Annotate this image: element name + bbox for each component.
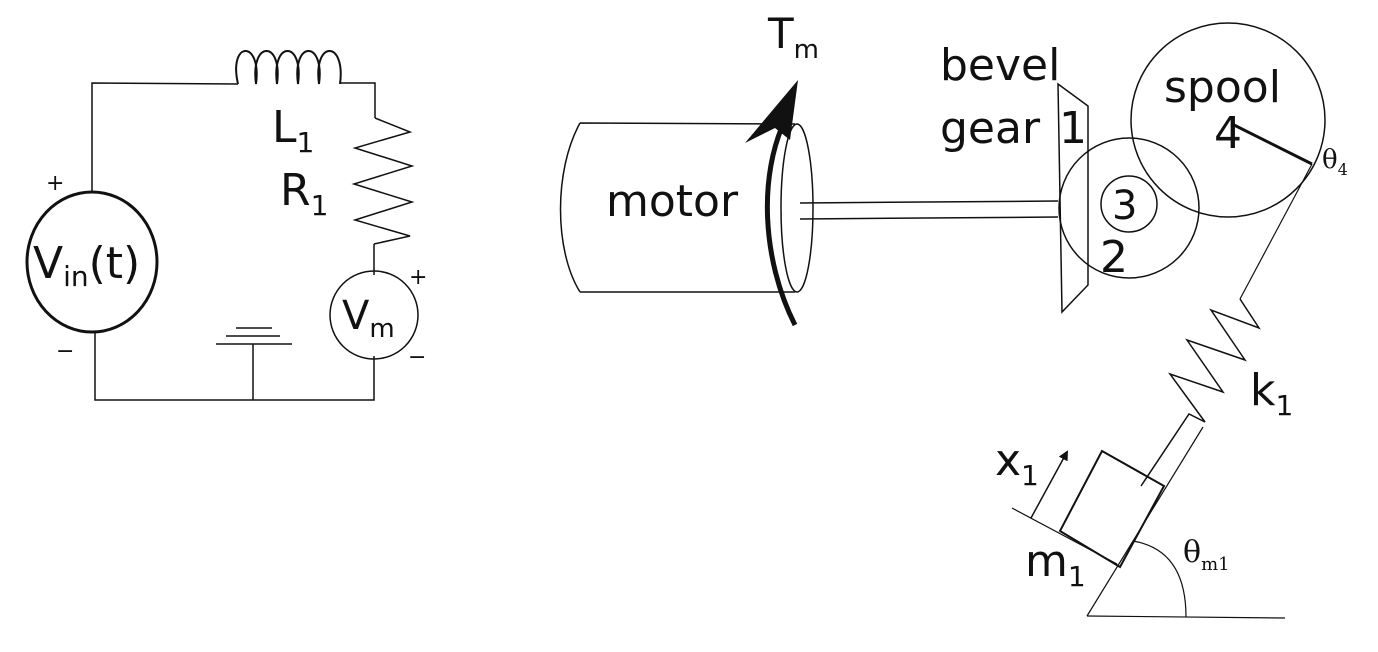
source-plus-sign: + <box>46 171 64 196</box>
displacement-arrow <box>1030 450 1068 519</box>
voltage-source-label: Vin(t) <box>33 238 140 293</box>
inductor-label: L1 <box>272 102 314 159</box>
voltage-source-circle <box>25 190 159 334</box>
torque-label: Tm <box>767 9 819 65</box>
spool-gear-4 <box>1130 22 1326 218</box>
ground-symbol <box>216 327 292 400</box>
gear-3-number: 3 <box>1112 183 1137 229</box>
torque-arrow-head <box>745 80 798 143</box>
gear-2-number: 2 <box>1100 232 1128 283</box>
spool-label: spool <box>1164 62 1281 113</box>
motor-label: motor <box>606 176 739 227</box>
theta-m1-label: θm1 <box>1183 535 1230 575</box>
voltmeter-label: Vm <box>342 293 395 344</box>
spring-k1 <box>1140 298 1261 487</box>
spring-label: k1 <box>1250 365 1293 422</box>
motor-body <box>559 122 796 293</box>
mass-label: m1 <box>1025 536 1086 593</box>
bevel-gear-1 <box>1057 82 1089 314</box>
angle-arc <box>1132 540 1187 618</box>
source-minus-sign: − <box>56 339 74 364</box>
mechanism: motor Tm bevel gear 1 2 3 spool 4 θ4 k1 <box>559 9 1348 619</box>
wire-top-left <box>91 82 239 193</box>
displacement-label: x1 <box>995 435 1039 492</box>
voltmeter-circle <box>329 270 419 360</box>
motor-end-face <box>780 123 814 293</box>
spool-radius-line <box>1231 122 1313 166</box>
bevel-gear-label-line1: bevel <box>940 40 1060 91</box>
theta4-label: θ4 <box>1322 145 1348 179</box>
resistor-zigzag <box>351 117 415 245</box>
wire-top-right <box>340 82 376 118</box>
bevel-gear-label-line2: gear <box>940 103 1041 154</box>
shaft-bottom <box>799 216 1059 220</box>
gear-4-number: 4 <box>1214 108 1242 159</box>
wire-bottom <box>94 332 375 401</box>
shaft-top <box>799 200 1059 204</box>
voltmeter-plus-sign: + <box>409 265 427 290</box>
resistor-label: R1 <box>280 165 328 222</box>
torque-arrow-shaft <box>764 116 798 327</box>
mass-block <box>1058 449 1166 569</box>
spool-cable <box>1239 163 1313 300</box>
inductor-coil <box>235 50 342 85</box>
circuit: Vin(t) + − L1 R1 Vm + − <box>25 50 427 401</box>
gear-1-number: 1 <box>1059 103 1087 154</box>
gear-2 <box>1058 137 1200 279</box>
gear-3 <box>1100 175 1158 233</box>
voltmeter-minus-sign: − <box>408 345 426 370</box>
